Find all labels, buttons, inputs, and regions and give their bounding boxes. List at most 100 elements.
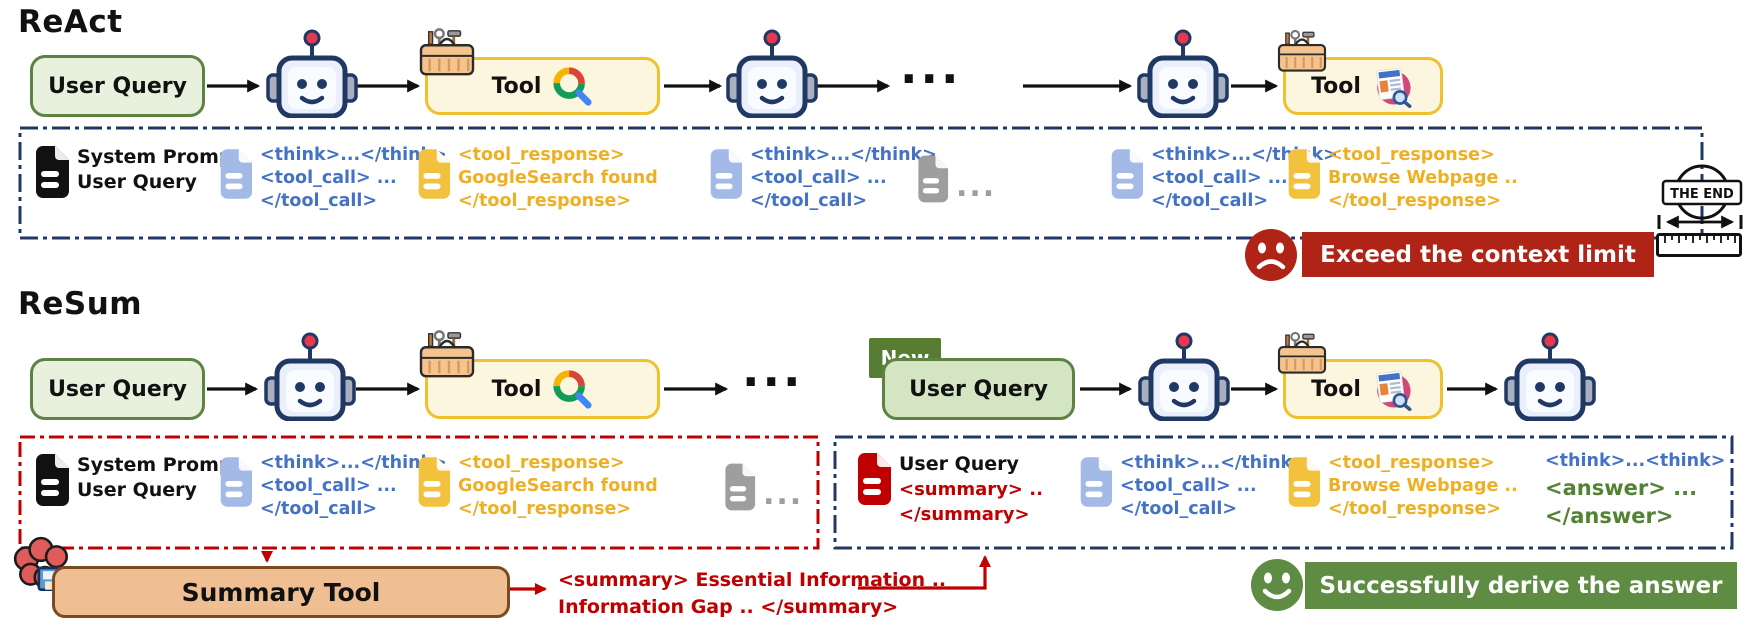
doc-line: GoogleSearch found	[458, 168, 658, 188]
toolbox-icon	[1277, 331, 1327, 374]
google-search-icon	[551, 368, 593, 410]
context-doc-tool-response: <tool_response> Browse Webpage .. </tool…	[1283, 145, 1518, 213]
doc-line: <tool_call> ...	[750, 168, 887, 188]
summary-output-line: Information Gap .. </summary>	[558, 596, 899, 618]
context-doc-think: <think>...</think> <tool_call> ... </too…	[1075, 453, 1307, 521]
summary-output-line: <summary> Essential Information ..	[558, 569, 947, 591]
resum-title: ReSum	[18, 286, 143, 322]
document-icon	[220, 149, 253, 199]
document-icon	[1288, 457, 1321, 507]
the-end-label: THE END	[1670, 187, 1734, 202]
doc-line: User Query	[77, 479, 197, 501]
final-think-line: <think>...<think>	[1545, 451, 1726, 471]
document-icon	[710, 149, 743, 199]
doc-line: <think>...</think>	[260, 145, 447, 165]
agent-robot-icon	[262, 331, 358, 421]
doc-line: </tool_response>	[458, 191, 632, 211]
react-user-query-box: User Query	[30, 55, 205, 117]
agent-robot-icon	[1502, 331, 1598, 421]
context-doc-think: <think>...</think> <tool_call> ... </too…	[1106, 145, 1338, 213]
resum-new-user-query-box: User Query	[882, 358, 1075, 420]
ellipsis: ...	[900, 40, 962, 94]
happy-face-icon	[1251, 559, 1303, 611]
doc-line: </tool_call>	[750, 191, 868, 211]
ellipsis: ...	[956, 169, 997, 204]
document-icon	[1111, 149, 1144, 199]
agent-robot-icon	[264, 28, 360, 118]
doc-line: <tool_call> ...	[260, 168, 397, 188]
doc-line: </tool_call>	[260, 191, 378, 211]
document-icon	[858, 453, 891, 505]
doc-line: <tool_response>	[1328, 145, 1495, 165]
agent-robot-icon	[1135, 28, 1231, 118]
tool-label: Tool	[491, 73, 542, 99]
toolbox-icon	[419, 329, 475, 378]
doc-line: Browse Webpage ..	[1328, 476, 1518, 496]
doc-line: <tool_call> ...	[1151, 168, 1288, 188]
document-icon	[418, 149, 451, 199]
length-arrow-icon	[1657, 215, 1743, 229]
doc-line: <tool_response>	[1328, 453, 1495, 473]
banner-text: Exceed the context limit	[1320, 241, 1636, 268]
context-doc-system: System Prompt User Query	[30, 453, 242, 507]
resum-user-query-box: User Query	[30, 358, 205, 420]
final-answer-line: <answer> ...	[1545, 476, 1698, 500]
doc-line: </tool_call>	[1120, 499, 1238, 519]
context-doc-think: <think>...</think> <tool_call> ... </too…	[215, 453, 447, 521]
tool-label: Tool	[1311, 73, 1361, 99]
doc-line: User Query	[77, 171, 197, 193]
resum-context2-border	[833, 435, 1734, 550]
success-banner: Successfully derive the answer	[1305, 562, 1737, 609]
doc-line: <tool_call> ...	[1120, 476, 1257, 496]
document-icon	[918, 155, 949, 203]
resum-context1-border	[18, 435, 820, 550]
doc-line: </tool_call>	[1151, 191, 1269, 211]
react-title: ReAct	[18, 4, 123, 40]
doc-line: </tool_response>	[458, 499, 632, 519]
doc-line: User Query	[899, 453, 1019, 475]
doc-line: <summary> ..	[899, 479, 1043, 500]
ruler-icon	[1656, 233, 1742, 257]
browse-webpage-icon	[1374, 66, 1413, 108]
doc-line: </tool_response>	[1328, 499, 1502, 519]
doc-line: System Prompt	[77, 454, 242, 476]
doc-line: <think>...</think>	[260, 453, 447, 473]
user-query-label: User Query	[48, 376, 187, 402]
summary-output: <summary> Essential Information .. Infor…	[558, 567, 946, 620]
doc-line: <tool_response>	[458, 453, 625, 473]
doc-line: <tool_call> ...	[260, 476, 397, 496]
final-answer-line: </answer>	[1545, 504, 1674, 528]
toolbox-icon	[1277, 29, 1327, 72]
doc-line: Browse Webpage ..	[1328, 168, 1518, 188]
context-doc-think: <think>...</think> <tool_call> ... </too…	[705, 145, 937, 213]
doc-line: GoogleSearch found	[458, 476, 658, 496]
tool-label: Tool	[491, 376, 542, 402]
document-icon	[1288, 149, 1321, 199]
the-end-stamp-icon: THE END	[1661, 164, 1743, 220]
doc-line: <tool_response>	[458, 145, 625, 165]
toolbox-icon	[419, 27, 475, 76]
summary-return-arrow	[858, 555, 991, 590]
banner-text: Successfully derive the answer	[1319, 572, 1723, 599]
final-answer-block: <think>...<think> <answer> ... </answer>	[1545, 448, 1725, 530]
document-icon	[36, 146, 69, 198]
doc-line: </tool_response>	[1328, 191, 1502, 211]
user-query-label: User Query	[909, 376, 1048, 402]
google-search-icon	[551, 65, 593, 107]
exceed-context-banner: Exceed the context limit	[1302, 232, 1654, 277]
context-doc-think: <think>...</think> <tool_call> ... </too…	[215, 145, 447, 213]
context-doc-more: ...	[913, 154, 996, 204]
doc-line: </tool_call>	[260, 499, 378, 519]
doc-line: <think>...</think>	[1120, 453, 1307, 473]
ellipsis: ...	[742, 343, 804, 397]
browse-webpage-icon	[1374, 369, 1413, 411]
context-doc-tool-response: <tool_response> Browse Webpage .. </tool…	[1283, 453, 1518, 521]
agent-robot-icon	[1136, 331, 1232, 421]
context-doc-summary: User Query <summary> .. </summary>	[852, 452, 1043, 527]
summary-tool-box: Summary Tool	[52, 566, 510, 618]
react-tool1-box: Tool	[425, 57, 660, 115]
summary-tool-label: Summary Tool	[181, 577, 381, 607]
agent-robot-icon	[724, 28, 820, 118]
sad-face-icon	[1245, 229, 1297, 281]
